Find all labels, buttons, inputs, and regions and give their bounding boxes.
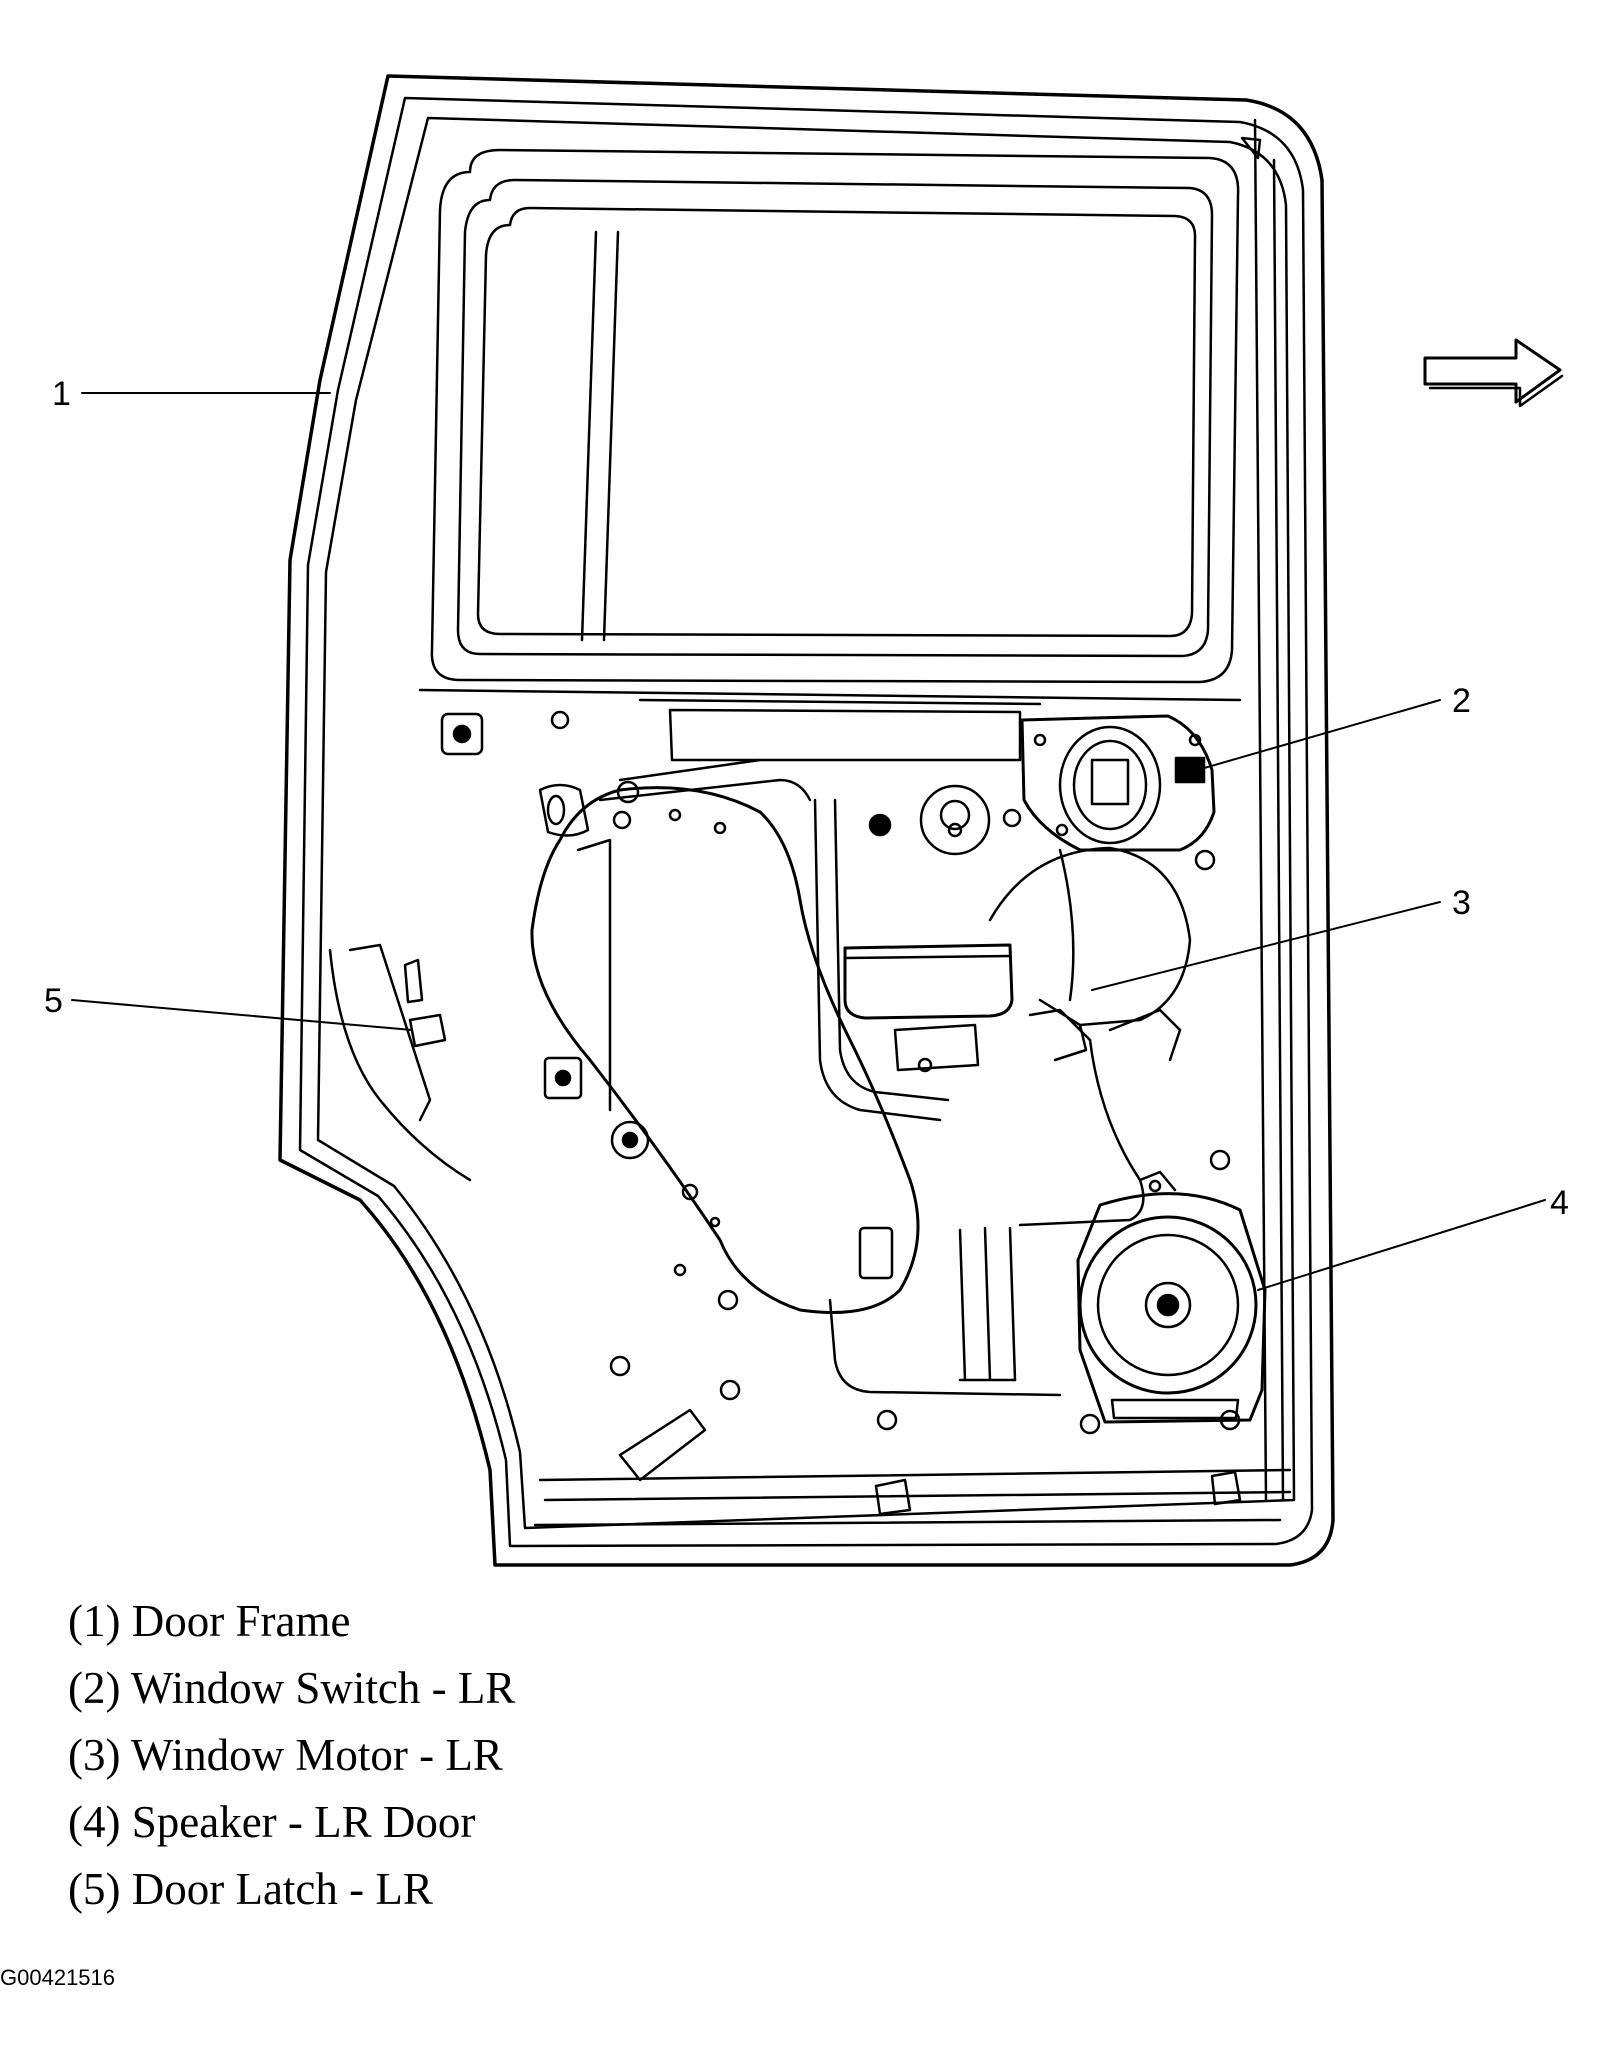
callout-2: 2 xyxy=(1452,682,1471,720)
door-frame-outline xyxy=(278,74,1335,1567)
door-latch-assembly xyxy=(328,943,472,1182)
legend-item-window-motor: (3) Window Motor - LR xyxy=(68,1730,503,1780)
callout-numbers: 1 2 3 4 5 xyxy=(44,375,1569,1222)
callout-5: 5 xyxy=(44,982,63,1020)
door-diagram: 1 2 3 4 5 xyxy=(44,74,1569,1567)
callout-4: 4 xyxy=(1550,1184,1569,1222)
fasteners xyxy=(440,136,1262,1516)
leader-lines xyxy=(71,392,1546,1291)
window-switch-assembly xyxy=(1020,714,1216,852)
inner-panel-cutout xyxy=(530,786,920,1314)
legend-item-speaker: (4) Speaker - LR Door xyxy=(68,1797,476,1847)
legend-item-window-switch: (2) Window Switch - LR xyxy=(68,1663,516,1713)
regulator-track xyxy=(813,798,1062,1397)
callout-3: 3 xyxy=(1452,884,1471,922)
legend-item-door-latch: (5) Door Latch - LR xyxy=(68,1864,433,1914)
arrow-right-icon xyxy=(1423,338,1564,408)
window-glass xyxy=(430,148,1240,684)
window-motor-assembly xyxy=(843,846,1192,1227)
callout-1: 1 xyxy=(52,375,71,413)
speaker-assembly xyxy=(1076,1170,1267,1424)
figure-id: G00421516 xyxy=(0,1965,115,1990)
legend-item-door-frame: (1) Door Frame xyxy=(68,1596,351,1646)
parts-legend: (1) Door Frame (2) Window Switch - LR (3… xyxy=(68,1588,515,1923)
